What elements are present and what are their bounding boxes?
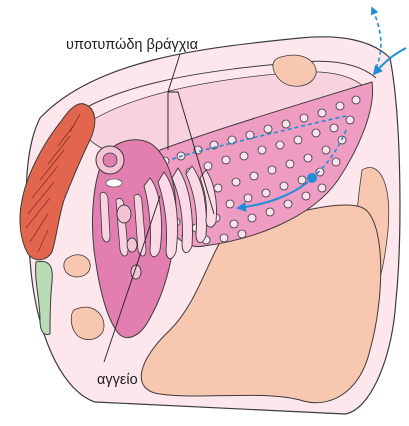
lumen [106, 179, 122, 187]
siphon [36, 261, 53, 334]
label-rudimentary-gills: υποτυπώδη βράγχια [66, 37, 198, 53]
heart-inner [103, 153, 117, 167]
peach-blob-left-a [64, 255, 90, 277]
label-vessel: αγγείο [97, 372, 138, 388]
water-flow-node [307, 173, 317, 183]
